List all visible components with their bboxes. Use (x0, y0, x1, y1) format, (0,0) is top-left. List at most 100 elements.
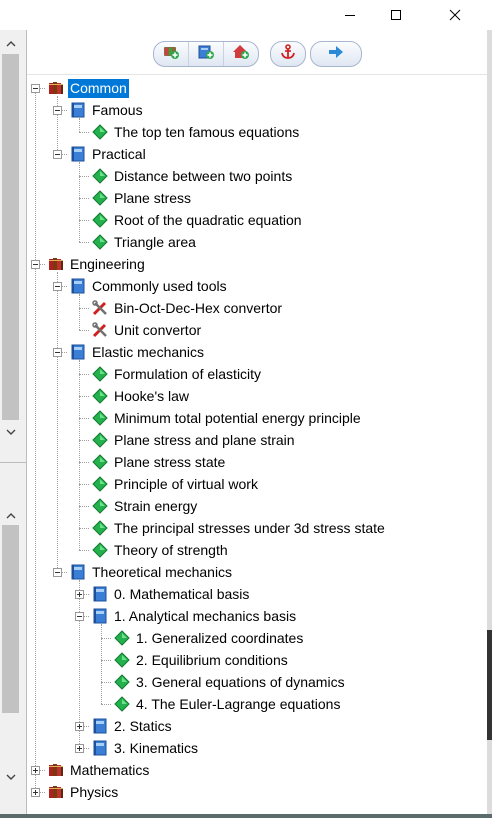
green-diamond-icon (91, 167, 109, 185)
green-diamond-icon (91, 475, 109, 493)
collapse-minus-icon[interactable] (31, 260, 40, 269)
tree-connector (79, 528, 89, 529)
right-edge (487, 30, 492, 818)
tree-node[interactable]: 3. General equations of dynamics (113, 672, 347, 692)
blue-book-icon (69, 563, 87, 581)
add-item-button[interactable] (223, 42, 258, 66)
tree-node[interactable]: Common (47, 77, 130, 99)
tree-node[interactable]: Commonly used tools (69, 276, 229, 296)
tree-connector (79, 330, 89, 331)
collapse-minus-icon[interactable] (53, 150, 62, 159)
anchor-button[interactable] (271, 42, 305, 66)
tree-connector (35, 88, 45, 89)
tools-icon (91, 299, 109, 317)
tree-connector (101, 660, 111, 661)
tree-node[interactable]: 0. Mathematical basis (91, 584, 251, 604)
tree-connector (79, 132, 89, 133)
tree-node[interactable]: 3. Kinematics (91, 738, 200, 758)
scroll-up-arrow-icon[interactable] (0, 506, 21, 526)
tree-connector (79, 748, 89, 749)
tree-node[interactable]: Plane stress and plane strain (91, 430, 297, 450)
books-icon (47, 255, 65, 273)
expand-plus-icon[interactable] (75, 722, 84, 731)
scroll-thumb-lower[interactable] (2, 525, 19, 713)
tree-connector (79, 550, 89, 551)
minimize-button[interactable] (327, 0, 373, 30)
tree-connector (35, 264, 45, 265)
tree-node[interactable]: 1. Analytical mechanics basis (91, 606, 298, 626)
add-category-button[interactable] (154, 42, 188, 66)
collapse-minus-icon[interactable] (53, 106, 62, 115)
tree-node[interactable]: Theoretical mechanics (69, 562, 234, 582)
tree-node[interactable]: Famous (69, 100, 145, 120)
close-button[interactable] (432, 0, 478, 30)
scrollbar-upper[interactable] (0, 30, 21, 462)
collapse-minus-icon[interactable] (31, 84, 40, 93)
tree-connector (35, 770, 45, 771)
tree-node[interactable]: Minimum total potential energy principle (91, 408, 363, 428)
collapse-minus-icon[interactable] (53, 282, 62, 291)
tree-node[interactable]: The top ten famous equations (91, 122, 301, 142)
scroll-thumb-upper[interactable] (2, 54, 19, 420)
tree-node-label: Mathematics (70, 761, 150, 778)
go-button[interactable] (311, 42, 361, 66)
tree-connector (79, 360, 80, 550)
tree-node[interactable]: Formulation of elasticity (91, 364, 263, 384)
tree-connector (79, 162, 80, 242)
expand-plus-icon[interactable] (75, 744, 84, 753)
tree-node[interactable]: Bin-Oct-Dec-Hex convertor (91, 298, 284, 318)
tree-node[interactable]: Triangle area (91, 232, 198, 252)
scroll-up-arrow-icon[interactable] (0, 34, 21, 54)
tree-node-label: The principal stresses under 3d stress s… (114, 519, 385, 536)
tree-connector (79, 176, 89, 177)
arrow-right-icon (327, 44, 345, 65)
minimize-icon (344, 9, 356, 21)
tree-node[interactable]: Root of the quadratic equation (91, 210, 304, 230)
collapse-minus-icon[interactable] (53, 568, 62, 577)
tree-node-label: 1. Generalized coordinates (136, 629, 304, 646)
tree-node[interactable]: Plane stress state (91, 452, 227, 472)
tree-node[interactable]: Elastic mechanics (69, 342, 206, 362)
expand-plus-icon[interactable] (31, 766, 40, 775)
tree-connector (101, 682, 111, 683)
tree-node-label: Formulation of elasticity (114, 365, 262, 382)
tree-connector (79, 418, 89, 419)
blue-book-icon (69, 343, 87, 361)
scroll-down-arrow-icon[interactable] (0, 422, 21, 442)
tree-node[interactable]: Mathematics (47, 760, 151, 780)
blue-book-plus-icon (197, 44, 215, 65)
tree-node[interactable]: 2. Equilibrium conditions (113, 650, 290, 670)
expand-plus-icon[interactable] (75, 590, 84, 599)
scrollbar-lower[interactable] (0, 503, 21, 798)
tree-connector (57, 110, 67, 111)
tree-node[interactable]: Hooke's law (91, 386, 191, 406)
green-diamond-icon (91, 431, 109, 449)
scroll-down-arrow-icon[interactable] (0, 767, 21, 787)
add-group-button[interactable] (188, 42, 223, 66)
tree-node[interactable]: 1. Generalized coordinates (113, 628, 305, 648)
tree-node-label: Plane stress state (114, 453, 226, 470)
tree-connector (79, 308, 89, 309)
tree-node[interactable]: 4. The Euler-Lagrange equations (113, 694, 342, 714)
tree-node[interactable]: Principle of virtual work (91, 474, 260, 494)
maximize-button[interactable] (373, 0, 419, 30)
tree-node[interactable]: Unit convertor (91, 320, 203, 340)
collapse-minus-icon[interactable] (53, 348, 62, 357)
green-diamond-icon (91, 409, 109, 427)
blue-book-icon (69, 277, 87, 295)
tree-node[interactable]: The principal stresses under 3d stress s… (91, 518, 387, 538)
tree-node[interactable]: Strain energy (91, 496, 199, 516)
tree-node[interactable]: Plane stress (91, 188, 193, 208)
expand-plus-icon[interactable] (31, 788, 40, 797)
pane-divider (0, 462, 26, 463)
tree-node[interactable]: 2. Statics (91, 716, 174, 736)
tree-node[interactable]: Theory of strength (91, 540, 230, 560)
collapse-minus-icon[interactable] (75, 612, 84, 621)
tree-node[interactable]: Distance between two points (91, 166, 294, 186)
tree-connector (57, 96, 58, 154)
tree-node[interactable]: Physics (47, 782, 120, 802)
tree-node-label: Elastic mechanics (92, 343, 205, 360)
tree-node[interactable]: Engineering (47, 254, 147, 274)
tree-node[interactable]: Practical (69, 144, 148, 164)
